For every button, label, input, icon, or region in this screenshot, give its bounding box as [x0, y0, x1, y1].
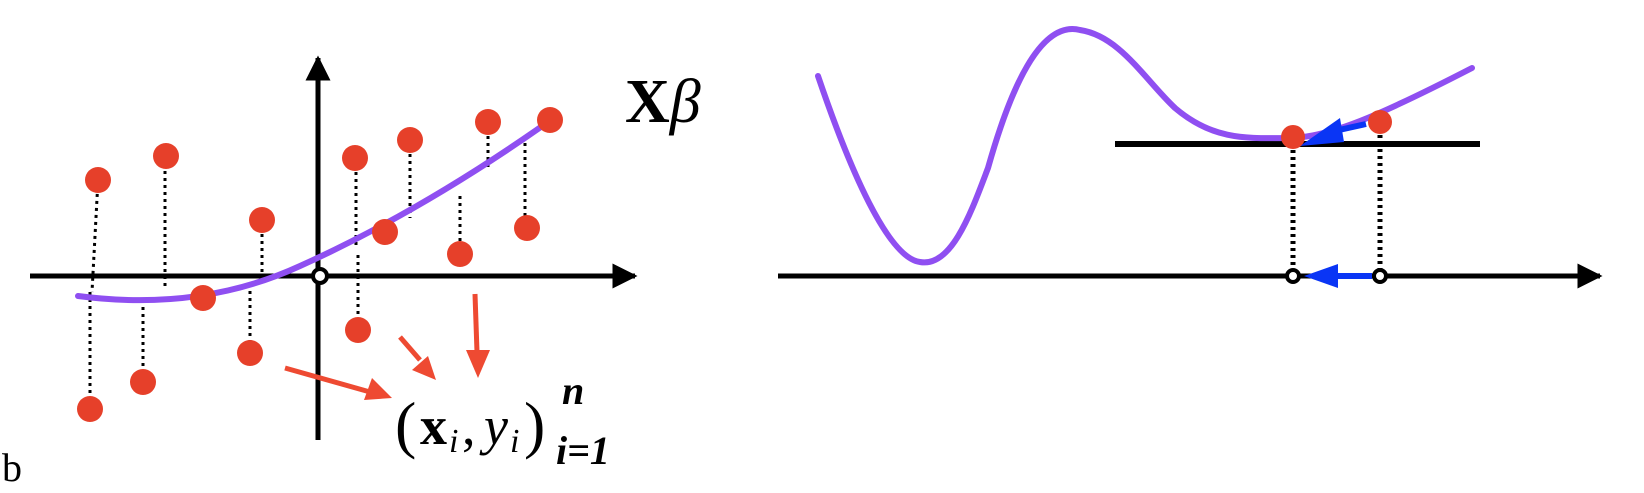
data-point — [77, 396, 103, 422]
data-point — [537, 107, 563, 133]
red-arrows — [284, 293, 490, 400]
data-point — [447, 241, 473, 267]
label-data-xsub: i — [449, 423, 458, 460]
label-xbeta-italic: β — [669, 68, 701, 136]
red-arrowhead — [364, 378, 392, 400]
caption-fragment: b — [2, 448, 22, 488]
fitted-curve — [75, 119, 551, 304]
label-data-x: x — [420, 396, 447, 456]
label-data-close: ) — [524, 389, 545, 460]
red-arrowhead — [466, 350, 490, 378]
red-arrowhead — [412, 356, 436, 380]
data-points — [77, 107, 563, 422]
data-point — [514, 215, 540, 241]
data-point — [372, 219, 398, 245]
data-point — [397, 127, 423, 153]
red-arrow — [398, 335, 422, 362]
label-data-comma: , — [462, 396, 476, 456]
data-point — [153, 143, 179, 169]
label-data-y: y — [479, 396, 508, 456]
axis-marker — [1285, 268, 1301, 284]
data-point — [249, 207, 275, 233]
left-panel: Xβ ( x i , y i ) n i=1 — [30, 55, 701, 473]
red-arrow — [472, 293, 480, 353]
curve-point — [1281, 125, 1305, 149]
residual-line — [90, 179, 100, 293]
blue-arrowhead-curve — [1300, 118, 1344, 146]
red-arrow — [284, 365, 371, 395]
data-point — [345, 317, 371, 343]
label-xbeta: Xβ — [625, 68, 701, 136]
data-point — [342, 145, 368, 171]
label-data-sup: n — [562, 368, 584, 413]
data-point — [190, 285, 216, 311]
data-point — [237, 340, 263, 366]
label-data-open: ( — [395, 389, 416, 460]
data-point — [475, 109, 501, 135]
data-point — [85, 167, 111, 193]
label-data-sub: i=1 — [556, 428, 610, 473]
label-xbeta-bold: X — [625, 68, 670, 136]
data-point — [130, 369, 156, 395]
origin-marker — [311, 267, 329, 285]
label-data-ysub: i — [510, 423, 519, 460]
right-panel — [778, 26, 1603, 289]
blue-arrowhead-axis — [1304, 264, 1338, 288]
curve-point — [1368, 110, 1392, 134]
axis-marker — [1372, 268, 1388, 284]
